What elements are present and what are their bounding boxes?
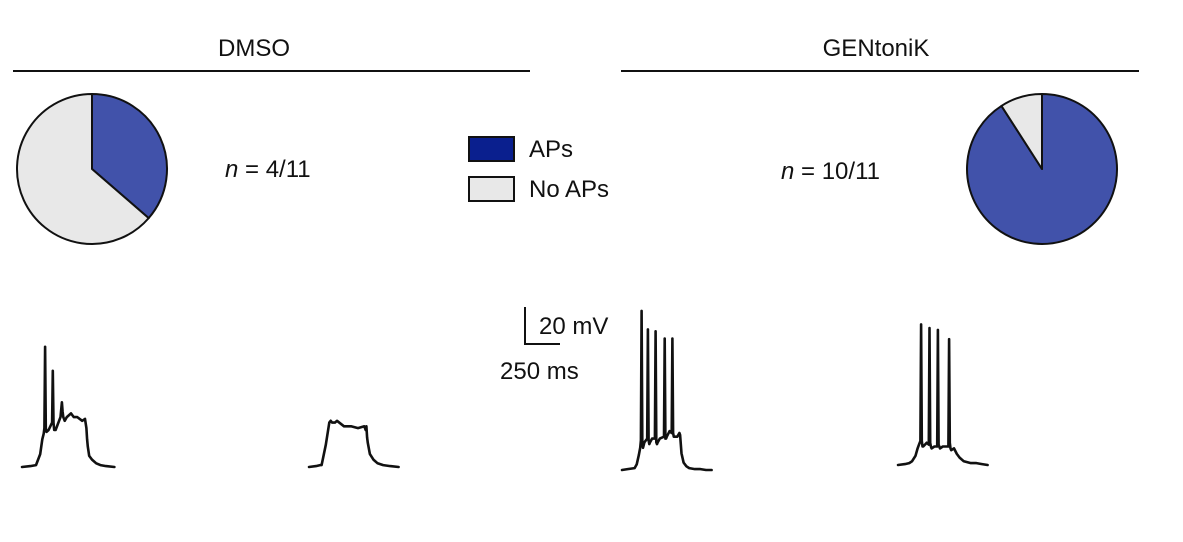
legend-aps-label: APs [529, 136, 573, 163]
dmso-n-annotation: n = 4/11 [225, 156, 311, 183]
gentonik-n-symbol: n [781, 158, 794, 185]
gentonik-trace-1 [620, 309, 713, 472]
legend-no-aps-label: No APs [529, 176, 609, 203]
dmso-n-symbol: n [225, 156, 238, 183]
legend-no-aps-swatch [468, 176, 515, 202]
scale-bar-voltage-label: 20 mV [539, 313, 608, 340]
dmso-trace-1 [20, 345, 116, 469]
scale-bar-lines [524, 307, 560, 345]
dmso-trace-2 [307, 419, 400, 469]
legend-aps-swatch [468, 136, 515, 162]
legend: APs No APs [468, 136, 609, 203]
voltage-traces [20, 309, 989, 472]
dmso-pie-slice-aps [91, 93, 168, 220]
gentonik-title: GENtoniK [823, 35, 930, 62]
scale-bar: 20 mV 250 ms [500, 307, 608, 385]
gentonik-pie-slice-no-aps [1000, 93, 1043, 170]
dmso-pie-slice-no-aps [16, 93, 150, 245]
dmso-pie-chart [16, 93, 168, 245]
dmso-n-value: = 4/11 [238, 156, 310, 183]
gentonik-trace-2 [896, 323, 989, 467]
gentonik-pie-chart [966, 93, 1118, 245]
dmso-title: DMSO [218, 35, 290, 62]
scale-bar-time-label: 250 ms [500, 358, 579, 385]
gentonik-n-annotation: n = 10/11 [781, 158, 880, 185]
gentonik-n-value: = 10/11 [794, 158, 880, 185]
